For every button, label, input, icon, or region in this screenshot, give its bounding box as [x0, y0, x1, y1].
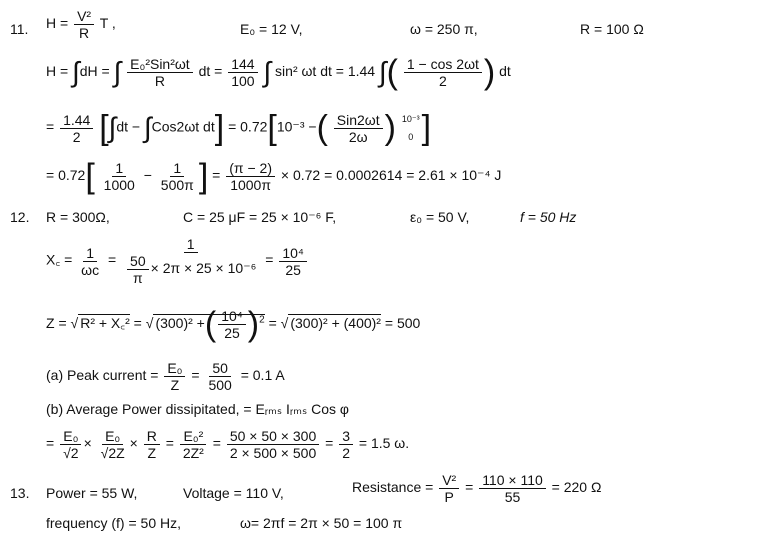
- integral-sign: ∫: [113, 56, 122, 88]
- q11-e0: E₀ = 12 V,: [240, 21, 303, 37]
- q12-given-e: ε₀ = 50 V,: [410, 209, 470, 225]
- q11-r: R = 100 Ω: [580, 21, 644, 37]
- q12-given-c: C = 25 μF = 25 × 10⁻⁶ F,: [183, 209, 337, 225]
- integral-sign: ∫: [143, 112, 152, 143]
- q13-frequency: frequency (f) = 50 Hz,: [46, 515, 182, 531]
- integral-sign: ∫: [72, 56, 80, 88]
- q12-given-r: R = 300Ω,: [46, 209, 110, 225]
- q11-omega: ω = 250 π,: [410, 21, 478, 37]
- integral-sign: ∫: [108, 112, 117, 143]
- q13-power: Power = 55 W,: [46, 485, 138, 501]
- q12-given-f: f = 50 Hz: [520, 209, 577, 225]
- q12-avg-power: (b) Average Power dissipitated, = Eᵣₘₛ I…: [46, 401, 349, 417]
- q11-h-lhs: H =: [46, 15, 69, 32]
- q13-omega: ω= 2πf = 2π × 50 = 100 π: [240, 515, 403, 531]
- q13-voltage: Voltage = 110 V,: [183, 485, 284, 501]
- q13-number: 13.: [10, 485, 30, 501]
- q11-h-tail: T ,: [99, 15, 116, 32]
- integral-sign: ∫: [378, 56, 387, 88]
- q12-number: 12.: [10, 209, 30, 225]
- q11-number: 11.: [10, 21, 29, 37]
- integral-sign: ∫: [263, 56, 272, 88]
